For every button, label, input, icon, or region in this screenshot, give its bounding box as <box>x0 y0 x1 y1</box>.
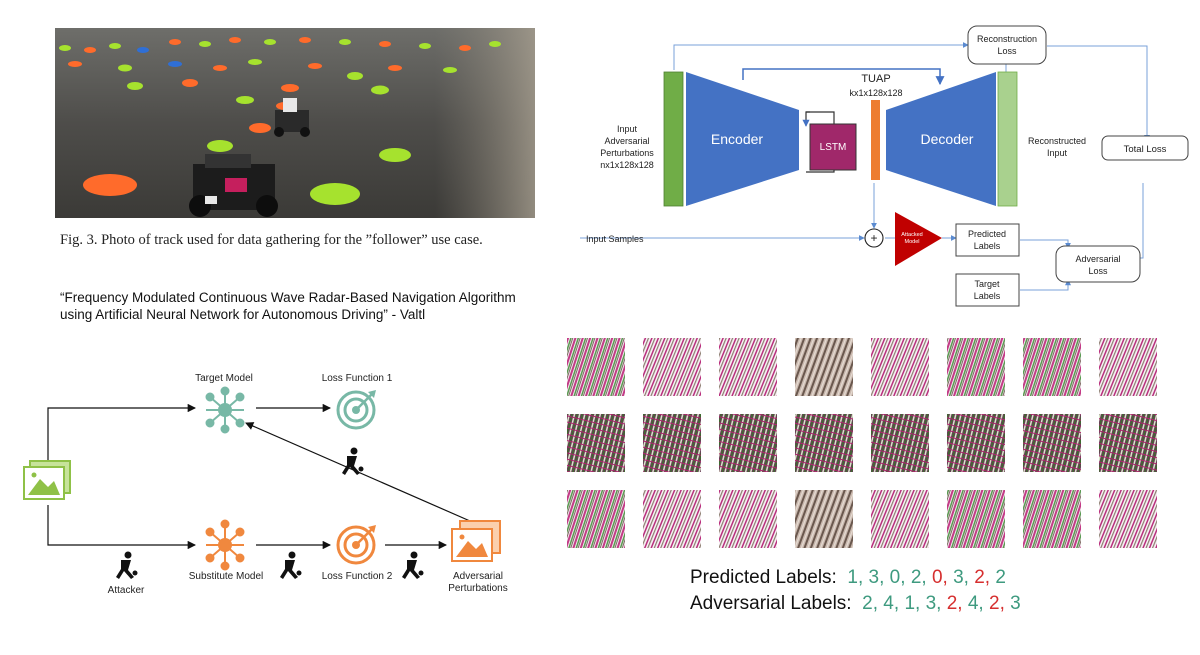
attacked-model-label-1: Attacked <box>901 232 922 238</box>
input-samples-label: Input Samples <box>586 234 644 244</box>
input-adv-label-4: nx1x128x128 <box>600 160 654 170</box>
attacked-model-label-2: Model <box>905 239 920 245</box>
predicted-labels-title: Predicted Labels: <box>690 567 837 588</box>
loss-function-1-label: Loss Function 1 <box>322 373 393 384</box>
adversarial-perturbations-label-1: Adversarial <box>453 571 503 582</box>
lstm-block <box>809 123 857 171</box>
adversarial-label-values: 2, 4, 1, 3, 2, 4, 2, 3 <box>857 593 1021 614</box>
tuap-title: TUAP <box>861 73 890 85</box>
lstm-label: LSTM <box>820 142 847 153</box>
encoder-label: Encoder <box>711 131 763 147</box>
spectrogram-grid <box>567 338 1157 548</box>
reconstruction-loss-label-1: Reconstruction <box>977 34 1037 44</box>
predicted-label-7: 2, <box>974 567 991 588</box>
adversarial-label-2: 4, <box>883 593 900 614</box>
predicted-labels-text-2: Labels <box>974 241 1001 251</box>
predicted-label-6: 3, <box>953 567 969 588</box>
paper-citation: “Frequency Modulated Continuous Wave Rad… <box>60 289 560 323</box>
encoder-block <box>686 72 799 206</box>
tuap-block <box>871 100 880 180</box>
substitute-model-icon <box>205 519 245 571</box>
adversarial-label-5: 2, <box>946 593 963 614</box>
tuap-architecture-diagram: Reconstruction Loss TUAP kx1x128x128 Inp… <box>580 25 1189 307</box>
target-labels-box <box>955 273 1020 307</box>
target-labels-text-1: Target <box>974 279 1000 289</box>
predicted-label-3: 0, <box>889 567 906 588</box>
predicted-labels-box <box>955 223 1020 257</box>
running-icon-3 <box>402 551 424 579</box>
reconstructed-input-block <box>997 71 1018 207</box>
adversarial-label-6: 4, <box>967 593 984 614</box>
adversarial-loss-text-1: Adversarial <box>1075 254 1120 264</box>
predicted-label-5: 0, <box>931 567 948 588</box>
spectrogram-row-2 <box>567 414 1157 472</box>
paper-citation-line1: “Frequency Modulated Continuous Wave Rad… <box>60 290 516 305</box>
reconstructed-label-1: Reconstructed <box>1028 136 1086 146</box>
total-loss-label: Total Loss <box>1124 144 1167 155</box>
attacker-icon <box>116 551 138 579</box>
reconstructed-label-2: Input <box>1047 148 1068 158</box>
sum-node <box>864 228 884 248</box>
target-model-icon <box>205 386 245 434</box>
running-icon-2 <box>280 551 302 579</box>
predicted-label-4: 2, <box>910 567 927 588</box>
decoder-block <box>886 72 996 206</box>
attack-flow-diagram: Target Model Loss Function 1 Attacker Su… <box>23 373 508 596</box>
target-icon-2 <box>336 525 376 565</box>
tuap-dims: kx1x128x128 <box>849 88 902 98</box>
adversarial-loss-text-2: Loss <box>1088 266 1108 276</box>
sum-node-label: + <box>870 231 877 245</box>
adversarial-labels-title: Adversarial Labels: <box>690 593 852 614</box>
input-adv-label-2: Adversarial <box>604 136 649 146</box>
adversarial-labels-row: Adversarial Labels: 2, 4, 1, 3, 2, 4, 2,… <box>690 593 1021 615</box>
predicted-label-values: 1, 3, 0, 2, 0, 3, 2, 2 <box>842 567 1006 588</box>
target-model-label: Target Model <box>195 373 253 384</box>
input-images-icon <box>23 460 71 500</box>
running-icon-4 <box>342 447 364 475</box>
attacked-model-block <box>895 212 942 266</box>
predicted-labels-text-1: Predicted <box>968 229 1006 239</box>
substitute-model-label: Substitute Model <box>189 571 264 582</box>
predicted-labels-row: Predicted Labels: 1, 3, 0, 2, 0, 3, 2, 2 <box>690 567 1006 589</box>
input-adv-label-1: Input <box>617 124 638 134</box>
spectrogram-row-1 <box>567 338 1157 396</box>
adversarial-label-8: 3 <box>1010 593 1021 614</box>
predicted-label-8: 2 <box>995 567 1006 588</box>
photo-caption: Fig. 3. Photo of track used for data gat… <box>60 232 483 248</box>
adversarial-label-4: 3, <box>925 593 942 614</box>
attacker-label: Attacker <box>108 585 145 596</box>
predicted-label-2: 3, <box>868 567 885 588</box>
adversarial-label-3: 1, <box>904 593 921 614</box>
adversarial-perturbations-label-2: Perturbations <box>448 583 507 594</box>
spectrogram-row-3 <box>567 490 1157 548</box>
reconstruction-loss-label-2: Loss <box>997 46 1017 56</box>
adversarial-label-7: 2, <box>989 593 1005 614</box>
adversarial-label-1: 2, <box>862 593 879 614</box>
target-labels-text-2: Labels <box>974 291 1001 301</box>
reconstruction-loss-box <box>967 25 1047 65</box>
total-loss-box <box>1101 135 1189 161</box>
input-perturbation-block <box>663 71 684 207</box>
loss-function-2-label: Loss Function 2 <box>322 571 393 582</box>
input-adv-label-3: Perturbations <box>600 148 654 158</box>
decoder-label: Decoder <box>921 131 974 147</box>
adversarial-loss-box <box>1055 245 1141 283</box>
predicted-label-1: 1, <box>847 567 864 588</box>
adversarial-images-icon <box>451 520 501 562</box>
track-photo <box>55 28 535 218</box>
paper-citation-line2: using Artificial Neural Network for Auto… <box>60 307 426 322</box>
target-icon <box>336 390 376 430</box>
